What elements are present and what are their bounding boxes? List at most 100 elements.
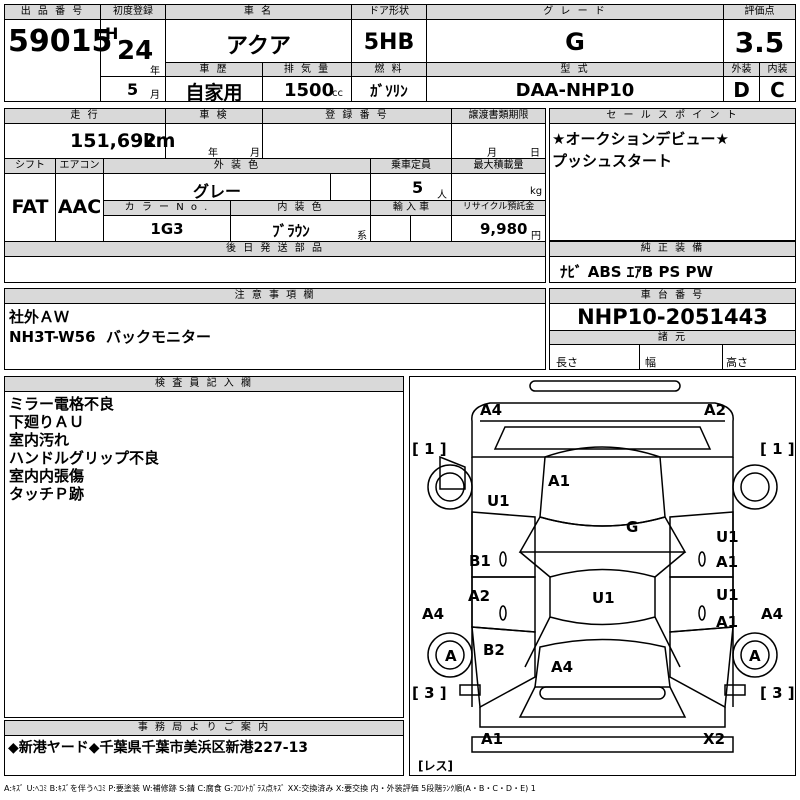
ac-label: エアコン xyxy=(56,159,103,174)
grade-label: グ レ ー ド xyxy=(427,5,723,20)
length-label: 長さ xyxy=(556,356,578,369)
mark-u1-r: U1 xyxy=(716,586,739,604)
later-parts-label: 後 日 発 送 部 品 xyxy=(5,242,545,257)
mark-a1-hood: A1 xyxy=(548,472,571,490)
int-score: C xyxy=(770,78,785,102)
score-label: 評価点 xyxy=(724,5,795,20)
mark-bracket3-l: [ 3 ] xyxy=(412,684,447,702)
notes-line-1: 社外ＡＷ xyxy=(9,308,70,326)
capacity: 5 xyxy=(412,178,424,197)
mark-a2-tr: A2 xyxy=(704,401,727,419)
dims-label: 諸 元 xyxy=(550,331,795,345)
sales-point-section xyxy=(549,108,796,241)
car-diagram: A4 A2 [ 1 ] [ 1 ] A1 U1 G U1 B1 A1 A2 U1… xyxy=(409,376,796,776)
chassis-label: 車 台 番 号 xyxy=(550,289,795,304)
reg-no-label: 登 録 番 号 xyxy=(263,109,451,124)
inspector-line-5: 室内内張傷 xyxy=(9,467,85,485)
equipment-section xyxy=(549,241,796,283)
recycle-unit: 円 xyxy=(531,231,541,242)
displacement: 1500 xyxy=(284,80,335,101)
mileage-label: 走 行 xyxy=(5,109,165,124)
shift-label: シフト xyxy=(5,159,55,174)
capacity-label: 乗車定員 xyxy=(371,159,451,174)
mark-a1-fr: A1 xyxy=(716,553,739,571)
mark-u1-fr: U1 xyxy=(716,528,739,546)
mark-a-wheel-l: A xyxy=(445,647,457,665)
fuel-label: 燃 料 xyxy=(352,63,426,77)
legend: A:ｷｽﾞ U:ﾍｺﾐ B:ｷｽﾞを伴うﾍｺﾐ P:要塗装 W:補修跡 S:錆 … xyxy=(4,784,536,793)
office-section xyxy=(4,720,404,776)
max-load-label: 最大積載量 xyxy=(452,159,545,174)
sales-point-line-2: プッシュスタート xyxy=(552,152,673,170)
reg-month: 5 xyxy=(127,80,139,99)
mark-g-roof: G xyxy=(626,518,639,536)
sales-point-label: セ ー ル ス ポ イ ン ト xyxy=(550,109,795,124)
reg-year-unit: 年 xyxy=(150,66,160,77)
insp-month-unit: 月 xyxy=(250,148,260,159)
history-label: 車 歴 xyxy=(166,63,262,77)
model: DAA-NHP10 xyxy=(515,80,635,101)
door-label: ドア形状 xyxy=(352,5,426,20)
inspector-line-3: 室内汚れ xyxy=(9,431,70,449)
width-label: 幅 xyxy=(645,356,656,369)
reg-month-unit: 月 xyxy=(150,90,160,101)
car-name-label: 車 名 xyxy=(166,5,351,20)
int-color-label: 内 装 色 xyxy=(231,201,370,216)
first-reg-label: 初度登録 xyxy=(101,5,165,20)
ext-color-label: 外 装 色 xyxy=(104,159,370,174)
int-color-unit: 系 xyxy=(357,231,367,242)
notes-line-2: NH3T-W56 バックモニター xyxy=(9,328,211,346)
mileage-unit: km xyxy=(143,130,176,152)
recycle: 9,980 xyxy=(480,220,528,238)
recycle-label: リサイクル預託金 xyxy=(452,201,545,216)
lot-no-label: 出 品 番 号 xyxy=(5,5,100,20)
int-label: 内装 xyxy=(760,63,795,77)
equipment: ﾅﾋﾞ ABS ｴｱB PS PW xyxy=(560,263,714,281)
mark-a1-bl: A1 xyxy=(481,730,504,748)
fuel: ｶﾞｿﾘﾝ xyxy=(370,82,408,100)
era: H xyxy=(105,24,119,43)
mark-a2-l: A2 xyxy=(468,587,491,605)
notes-section xyxy=(4,288,546,370)
inspector-section xyxy=(4,376,404,718)
mark-a4-l: A4 xyxy=(422,605,445,623)
import-label: 輸 入 車 xyxy=(371,201,451,216)
chassis-section xyxy=(549,288,796,370)
mark-res: [レス] xyxy=(418,759,453,773)
car-name: アクア xyxy=(226,34,291,59)
max-load-unit: kg xyxy=(530,186,543,197)
inspector-line-1: ミラー電格不良 xyxy=(9,395,115,413)
mark-a4-rear: A4 xyxy=(551,658,574,676)
inspector-line-6: タッチＰ跡 xyxy=(9,485,85,503)
mark-bracket1-r: [ 1 ] xyxy=(760,440,795,458)
color-no-label: カ ラ ー N o . xyxy=(104,201,230,216)
ac: AAC xyxy=(57,196,102,218)
equipment-label: 純 正 装 備 xyxy=(550,242,795,257)
capacity-unit: 人 xyxy=(437,190,447,201)
mark-bracket1-l: [ 1 ] xyxy=(412,440,447,458)
mark-a4-r: A4 xyxy=(761,605,784,623)
office-label: 事 務 局 よ り ご 案 内 xyxy=(5,721,403,736)
transfer-month-unit: 月 xyxy=(487,148,497,159)
header-section xyxy=(4,4,796,102)
mark-b1-l: B1 xyxy=(469,552,491,570)
mileage: 151,692 xyxy=(70,130,157,152)
reg-year: 24 xyxy=(117,36,154,66)
ext-color: グレー xyxy=(192,182,241,201)
shift: FAT xyxy=(11,196,49,218)
notes-label: 注 意 事 項 欄 xyxy=(5,289,545,304)
details-section xyxy=(4,108,546,283)
door: 5HB xyxy=(363,30,415,55)
displacement-label: 排 気 量 xyxy=(263,63,351,77)
mark-x2-br: X2 xyxy=(703,730,726,748)
mark-a4-tl: A4 xyxy=(480,401,503,419)
mark-a1-r: A1 xyxy=(716,613,739,631)
inspector-line-4: ハンドルグリップ不良 xyxy=(9,449,160,467)
inspector-label: 検 査 員 記 入 欄 xyxy=(5,377,403,392)
inspection-label: 車 検 xyxy=(166,109,262,124)
height-label: 高さ xyxy=(726,356,748,369)
mark-u1-fl: U1 xyxy=(487,492,510,510)
office-text: ◆新港ヤード◆千葉県千葉市美浜区新港227-13 xyxy=(8,740,309,756)
mark-bracket3-r: [ 3 ] xyxy=(760,684,795,702)
insp-year-unit: 年 xyxy=(208,148,218,159)
